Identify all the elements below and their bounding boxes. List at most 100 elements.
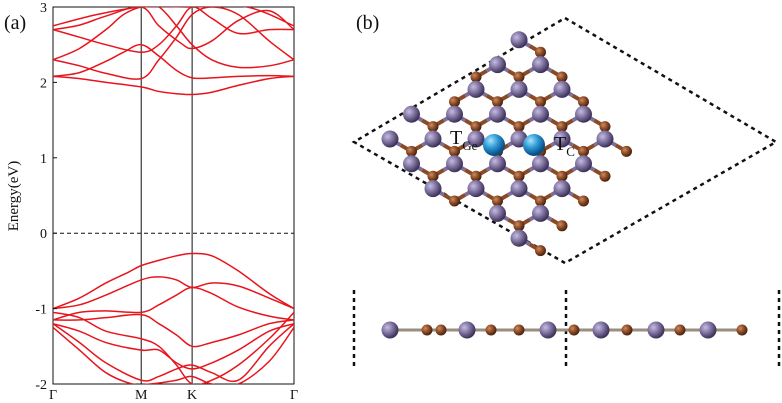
side-carbon-atom-6 (674, 324, 686, 336)
atoms-top-view (381, 31, 632, 257)
carbon-atom-16 (492, 96, 503, 108)
germanium-atom-25 (532, 56, 549, 74)
carbon-atom-20 (578, 195, 589, 207)
band-line-5 (53, 7, 294, 50)
germanium-atom-19 (489, 56, 506, 74)
site-label-tc: TC (554, 133, 575, 159)
germanium-atom-1 (403, 155, 420, 173)
germanium-atom-26 (553, 80, 571, 98)
germanium-atom-21 (532, 105, 549, 123)
germanium-atom-0 (381, 130, 399, 148)
germanium-atom-20 (510, 80, 528, 98)
germanium-atom-5 (446, 155, 463, 173)
side-carbon-atom-3 (513, 324, 525, 336)
panel-label-a: (a) (4, 12, 27, 34)
band-line-2 (53, 75, 294, 96)
x-tick-label-1: M (135, 388, 148, 403)
germanium-atom-22 (553, 130, 571, 148)
band-line-6 (53, 7, 294, 53)
adsorption-site-tge (483, 134, 505, 156)
side-carbon-atom-0 (421, 324, 433, 336)
side-view (381, 321, 748, 339)
y-tick-label-1: 2 (40, 76, 47, 91)
band-line-13 (53, 323, 294, 383)
band-line-1 (53, 43, 294, 80)
kpath-lines (140, 7, 193, 384)
side-germanium-atom-0 (381, 321, 399, 339)
germanium-atom-17 (532, 155, 549, 173)
side-germanium-atom-2 (539, 321, 557, 339)
carbon-atom-27 (556, 71, 568, 83)
germanium-atom-18 (553, 180, 571, 198)
y-tick-label-3: 0 (40, 227, 47, 242)
carbon-atom-2 (449, 195, 460, 207)
carbon-atom-0 (406, 145, 417, 157)
y-ticks: 3 2 1 0 -1 -2 (35, 1, 57, 393)
band-line-8 (53, 252, 294, 310)
y-tick-label-4: -1 (35, 303, 47, 318)
x-tick-label-2: K (187, 388, 197, 403)
germanium-atom-12 (510, 180, 528, 198)
germanium-atom-9 (446, 105, 463, 123)
band-line-14 (53, 311, 294, 384)
carbon-atom-1 (427, 170, 439, 182)
carbon-atom-3 (427, 121, 439, 133)
x-tick-label-3: Γ (290, 388, 298, 403)
carbon-atom-24 (578, 145, 589, 157)
side-germanium-atom-5 (699, 321, 717, 339)
adsorption-site-tc (523, 134, 545, 156)
band-line-7 (53, 7, 294, 27)
germanium-atom-28 (596, 130, 614, 148)
carbon-atom-10 (470, 121, 482, 133)
bonds-top-view (389, 38, 628, 253)
carbon-atom-23 (556, 121, 568, 133)
carbon-atom-15 (470, 71, 482, 83)
germanium-atom-14 (467, 80, 485, 98)
x-tick-label-0: Γ (49, 388, 57, 403)
y-tick-label-2: 1 (40, 152, 47, 167)
germanium-atom-27 (575, 105, 592, 123)
side-germanium-atom-3 (592, 321, 610, 339)
side-carbon-atom-1 (435, 324, 447, 336)
carbon-atom-9 (449, 96, 460, 108)
germanium-atom-10 (467, 130, 485, 148)
panel-label-b: (b) (356, 12, 380, 34)
bands-group (53, 7, 294, 384)
carbon-atom-21 (513, 71, 525, 83)
germanium-atom-15 (489, 105, 506, 123)
band-line-15 (53, 326, 294, 384)
carbon-atom-26 (535, 46, 546, 58)
germanium-atom-7 (489, 204, 506, 222)
germanium-atom-3 (403, 105, 420, 123)
carbon-atom-30 (621, 145, 632, 157)
band-line-4 (53, 7, 294, 80)
carbon-atom-8 (535, 245, 546, 257)
carbon-atom-4 (449, 145, 460, 157)
side-carbon-atom-7 (736, 324, 748, 336)
carbon-atom-12 (513, 170, 525, 182)
band-line-12 (53, 322, 294, 370)
germanium-atom-8 (510, 229, 528, 247)
y-axis-label: Energy(eV) (6, 161, 22, 232)
germanium-atom-2 (424, 180, 442, 198)
y-tick-label-5: -2 (35, 378, 47, 393)
y-tick-label-0: 3 (40, 1, 47, 16)
carbon-atom-7 (513, 220, 525, 232)
carbon-atom-29 (599, 121, 611, 133)
carbon-atom-14 (556, 220, 568, 232)
germanium-atom-6 (467, 180, 485, 198)
carbon-atom-19 (556, 170, 568, 182)
germanium-atom-23 (575, 155, 592, 173)
germanium-atom-4 (424, 130, 442, 148)
site-label-tge: TGe (450, 127, 478, 153)
carbon-atom-17 (513, 121, 525, 133)
side-carbon-atom-2 (485, 324, 497, 336)
side-germanium-atom-1 (458, 321, 476, 339)
unit-cell-outline (351, 16, 779, 265)
side-carbon-atom-5 (621, 324, 633, 336)
carbon-atom-22 (535, 96, 546, 108)
germanium-atom-13 (532, 204, 549, 222)
